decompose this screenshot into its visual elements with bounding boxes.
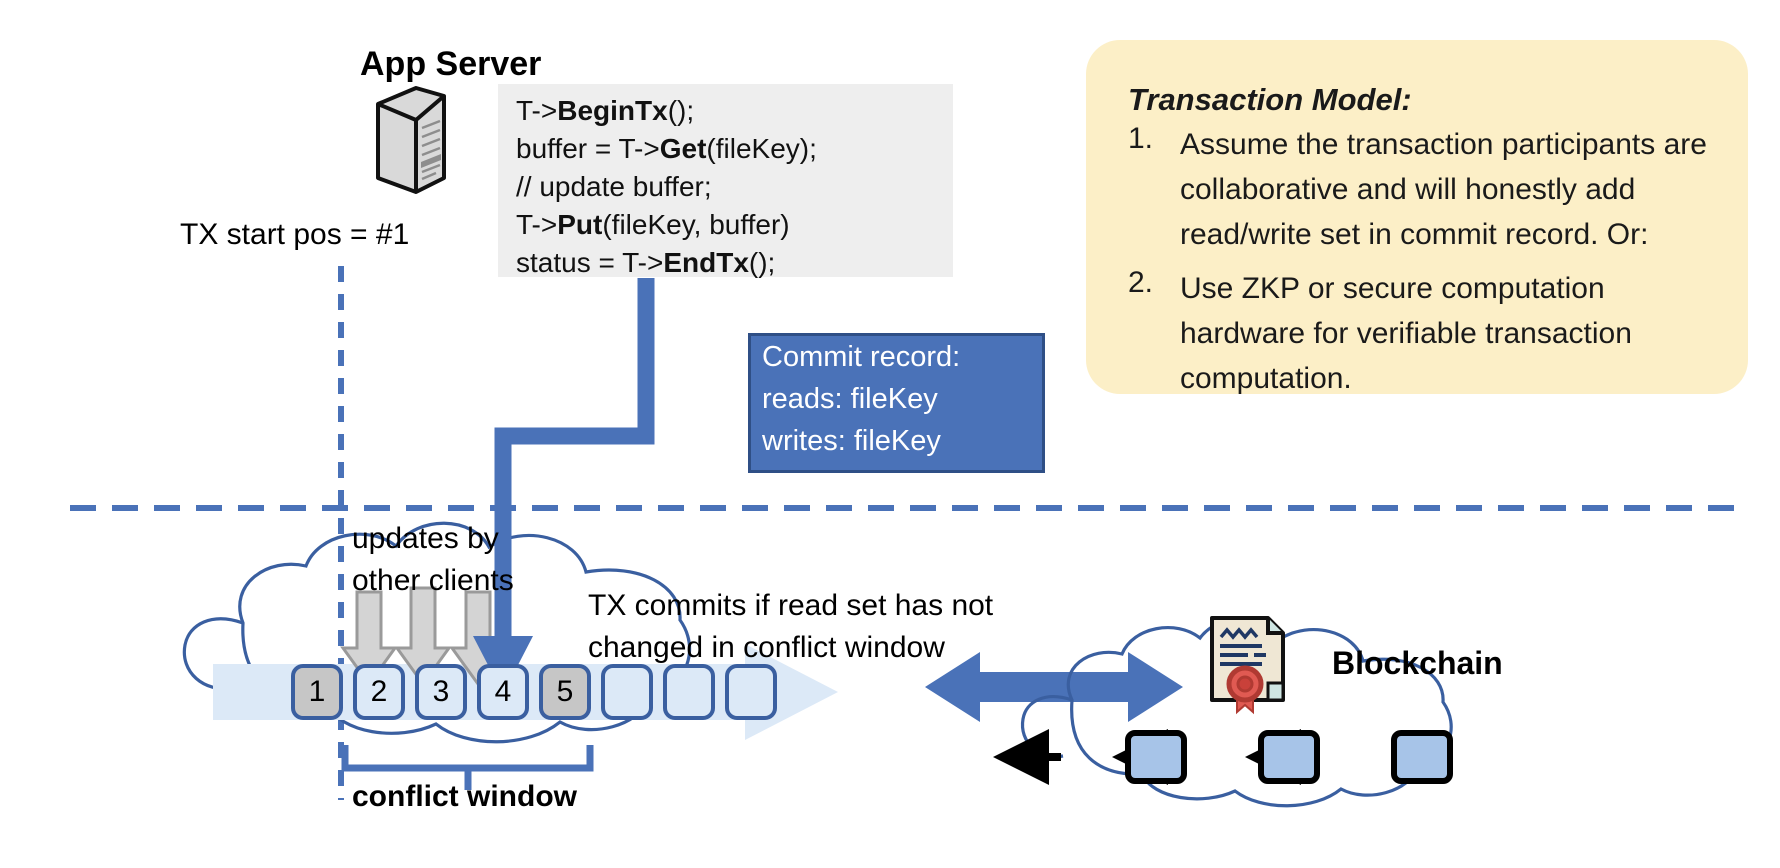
code-line-1: T->BeginTx(); xyxy=(516,95,695,126)
log-cell-1[interactable]: 1 xyxy=(291,664,343,720)
blockchain-label: Blockchain xyxy=(1332,645,1503,681)
code-line-2: buffer = T->Get(fileKey); xyxy=(516,133,817,164)
transaction-model-item-number-2: 2. xyxy=(1128,266,1154,299)
code-snippet-text: T->BeginTx(); buffer = T->Get(fileKey); //… xyxy=(516,92,956,282)
transaction-model-item-number-1: 1. xyxy=(1128,122,1154,155)
code-line-5: status = T->EndTx(); xyxy=(516,247,776,278)
commit-record-line-2: reads: fileKey xyxy=(762,383,938,415)
log-cell-6[interactable] xyxy=(601,664,653,720)
log-cell-2[interactable]: 2 xyxy=(353,664,405,720)
conflict-window-label: conflict window xyxy=(352,780,577,813)
updates-by-other-clients-label: updates by other clients xyxy=(352,522,514,597)
code-line-4: T->Put(fileKey, buffer) xyxy=(516,209,790,240)
blockchain-block-3[interactable] xyxy=(1391,730,1453,784)
commit-record-text: Commit record: reads: fileKey writes: file… xyxy=(762,336,1052,462)
commit-record-line-1: Commit record: xyxy=(762,341,961,373)
log-cell-5[interactable]: 5 xyxy=(539,664,591,720)
tx-start-pos-label: TX start pos = #1 xyxy=(180,218,410,251)
log-cell-4[interactable]: 4 xyxy=(477,664,529,720)
server-tower-icon xyxy=(376,86,446,194)
blockchain-block-2[interactable] xyxy=(1258,730,1320,784)
log-cell-7[interactable] xyxy=(663,664,715,720)
commit-record-line-3: writes: fileKey xyxy=(762,425,941,457)
certificate-seal-icon xyxy=(1210,616,1285,715)
commit-record-box xyxy=(748,333,1045,473)
code-snippet-box xyxy=(498,84,953,277)
transaction-model-callout xyxy=(1086,40,1748,394)
blockchain-block-1[interactable] xyxy=(1125,730,1187,784)
transaction-model-title: Transaction Model: xyxy=(1128,82,1412,117)
code-line-3: // update buffer; xyxy=(516,171,712,202)
transaction-model-item-text-2: Use ZKP or secure computation hardware f… xyxy=(1180,272,1632,395)
tx-commits-condition-label: TX commits if read set has not changed i… xyxy=(588,589,994,664)
log-cell-3[interactable]: 3 xyxy=(415,664,467,720)
log-cell-8[interactable] xyxy=(725,664,777,720)
transaction-model-item-text-1: Assume the transaction participants are … xyxy=(1180,128,1707,251)
app-server-title: App Server xyxy=(360,45,542,83)
